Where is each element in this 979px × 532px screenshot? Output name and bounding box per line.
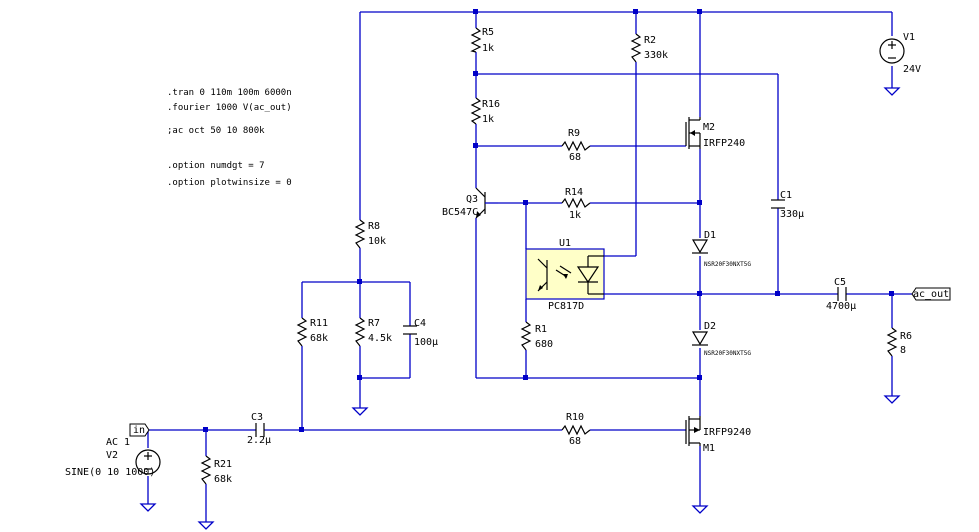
r9-name: R9 <box>568 128 580 139</box>
r6-name: R6 <box>900 331 912 342</box>
net-label-ac-out[interactable]: ac_out <box>911 287 951 301</box>
resistor-r2[interactable]: R2 330k <box>630 33 668 63</box>
resistor-r5[interactable]: R5 1k <box>470 27 494 54</box>
d2-value: NSR20F30NXT5G <box>704 350 751 357</box>
r16-name: R16 <box>482 99 500 110</box>
r16-value: 1k <box>482 114 494 125</box>
ground-symbols <box>140 81 900 530</box>
capacitor-c1[interactable]: C1 330µ <box>771 190 804 220</box>
v1-value: 24V <box>903 64 921 75</box>
m2-value: IRFP240 <box>703 138 745 149</box>
d2-name: D2 <box>704 321 716 332</box>
u1-value: PC817D <box>548 301 584 312</box>
spice-directives: .tran 0 110m 100m 6000n .fourier 1000 V(… <box>167 88 292 188</box>
ground-symbol-r7 <box>352 401 368 416</box>
directive-option-plotwinsize[interactable]: .option plotwinsize = 0 <box>167 178 292 188</box>
r21-name: R21 <box>214 459 232 470</box>
q3-name: Q3 <box>466 194 478 205</box>
v2-name: V2 <box>106 450 118 461</box>
resistor-r10[interactable]: R10 68 <box>561 412 591 447</box>
c3-name: C3 <box>251 412 263 423</box>
c1-value: 330µ <box>780 209 804 220</box>
net-label-in-text: in <box>133 425 145 436</box>
q3-value: BC547C <box>442 207 478 218</box>
resistor-r9[interactable]: R9 68 <box>561 128 591 163</box>
r10-name: R10 <box>566 412 584 423</box>
r1-value: 680 <box>535 339 553 350</box>
resistor-r16[interactable]: R16 1k <box>470 97 500 125</box>
c4-name: C4 <box>414 318 426 329</box>
mosfet-m2[interactable]: M2 IRFP240 <box>685 117 745 149</box>
directive-tran[interactable]: .tran 0 110m 100m 6000n <box>167 88 292 98</box>
ground-symbol-r21 <box>198 515 214 530</box>
capacitor-c5[interactable]: C5 4700µ <box>826 277 856 312</box>
r9-value: 68 <box>569 152 581 163</box>
r11-name: R11 <box>310 318 328 329</box>
r2-value: 330k <box>644 50 668 61</box>
ground-symbol-v2 <box>140 497 156 512</box>
optocoupler-u1[interactable]: U1 PC817D <box>525 238 605 312</box>
r14-value: 1k <box>569 210 581 221</box>
r8-name: R8 <box>368 221 380 232</box>
v2-ac: AC 1 <box>106 437 130 448</box>
c5-value: 4700µ <box>826 301 856 312</box>
r11-value: 68k <box>310 333 328 344</box>
r6-value: 8 <box>900 345 906 356</box>
r2-name: R2 <box>644 35 656 46</box>
directive-fourier[interactable]: .fourier 1000 V(ac_out) <box>167 103 292 113</box>
ground-symbol-m1 <box>692 499 708 514</box>
r5-value: 1k <box>482 43 494 54</box>
directive-ac-comment[interactable]: ;ac oct 50 10 800k <box>167 126 265 136</box>
c5-name: C5 <box>834 277 846 288</box>
r1-name: R1 <box>535 324 547 335</box>
r8-value: 10k <box>368 236 386 247</box>
ground-symbol-r6 <box>884 389 900 404</box>
v2-value: SINE(0 10 1000) <box>65 467 155 478</box>
resistor-r7[interactable]: R7 4.5k <box>354 317 392 347</box>
ground-symbol-v1 <box>884 81 900 96</box>
r14-name: R14 <box>565 187 583 198</box>
voltage-source-v1[interactable]: V1 24V <box>879 32 921 75</box>
c4-value: 100µ <box>414 337 438 348</box>
c1-name: C1 <box>780 190 792 201</box>
r7-value: 4.5k <box>368 333 392 344</box>
mosfet-m1[interactable]: IRFP9240 M1 <box>685 416 751 454</box>
junctions <box>203 9 894 432</box>
transistor-q3[interactable]: Q3 BC547C <box>442 187 498 219</box>
capacitor-c4[interactable]: C4 100µ <box>403 318 438 348</box>
resistor-r1[interactable]: R1 680 <box>520 321 553 351</box>
voltage-source-v2[interactable]: AC 1 V2 SINE(0 10 1000) <box>65 437 161 478</box>
wires <box>147 11 912 516</box>
net-label-in[interactable]: in <box>129 423 150 437</box>
resistor-r8[interactable]: R8 10k <box>354 219 386 249</box>
net-label-ac-out-text: ac_out <box>913 289 949 300</box>
m1-name: M1 <box>703 443 715 454</box>
resistor-r11[interactable]: R11 68k <box>296 317 328 347</box>
r21-value: 68k <box>214 474 232 485</box>
r7-name: R7 <box>368 318 380 329</box>
diode-d1[interactable]: D1 NSR20F30NXT5G <box>691 230 751 268</box>
resistor-r6[interactable]: R6 8 <box>886 327 912 357</box>
d1-name: D1 <box>704 230 716 241</box>
directive-option-numdgt[interactable]: .option numdgt = 7 <box>167 161 265 171</box>
m1-value: IRFP9240 <box>703 427 751 438</box>
capacitor-c3[interactable]: C3 2.2µ <box>247 412 271 446</box>
v1-name: V1 <box>903 32 915 43</box>
d1-value: NSR20F30NXT5G <box>704 261 751 268</box>
diode-d2[interactable]: D2 NSR20F30NXT5G <box>691 321 751 357</box>
u1-name: U1 <box>559 238 571 249</box>
r10-value: 68 <box>569 436 581 447</box>
c3-value: 2.2µ <box>247 435 271 446</box>
m2-name: M2 <box>703 122 715 133</box>
resistor-r21[interactable]: R21 68k <box>200 455 232 485</box>
resistor-r14[interactable]: R14 1k <box>561 187 591 221</box>
r5-name: R5 <box>482 27 494 38</box>
